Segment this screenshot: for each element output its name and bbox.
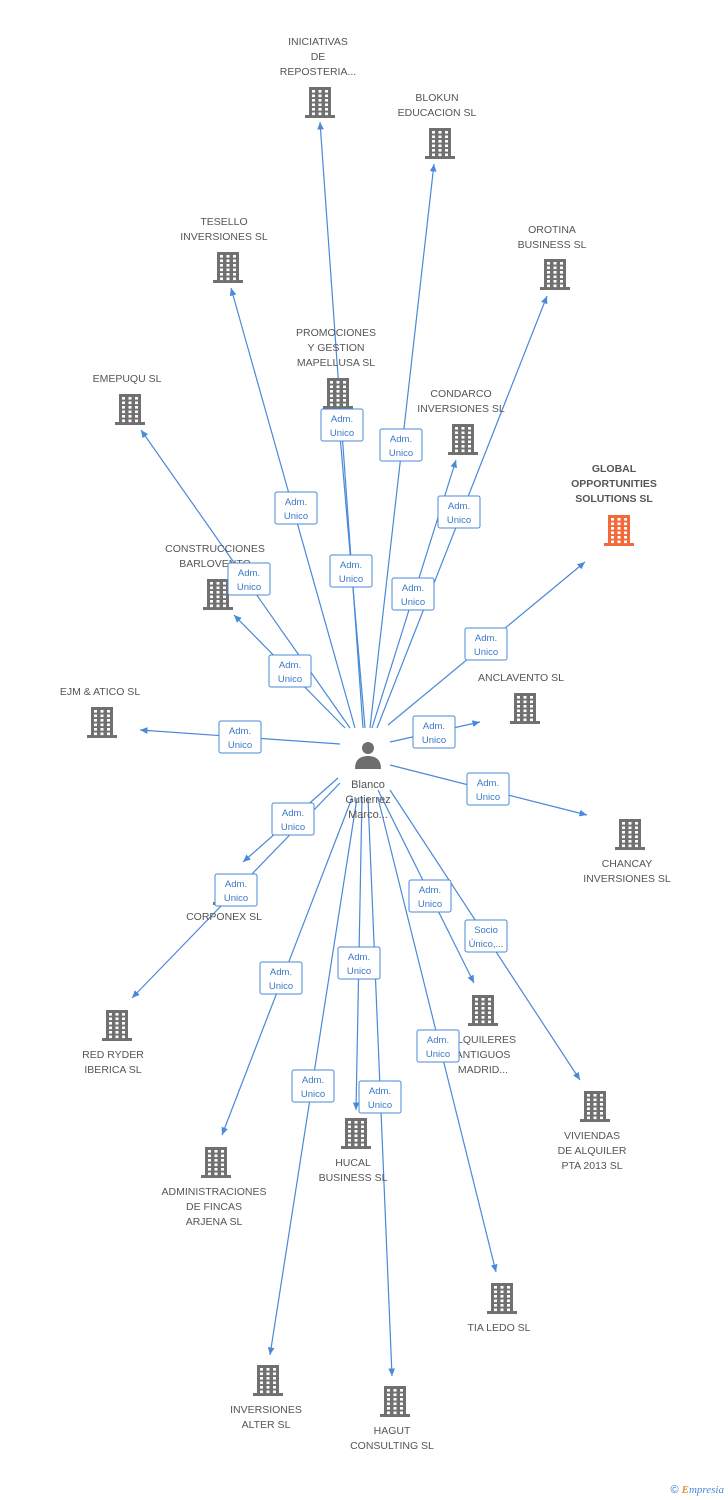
building-icon-tialedo[interactable] (487, 1283, 517, 1314)
relation-badge-chancay[interactable]: Adm.Unico (466, 772, 510, 806)
building-icon-alter[interactable] (253, 1365, 283, 1396)
relation-text: Adm.Unico (474, 633, 498, 658)
relation-text: Adm.Unico (224, 879, 248, 904)
building-icon-condarco[interactable] (448, 424, 478, 455)
relation-badge-emepuqu[interactable]: Adm.Unico (227, 562, 271, 596)
relation-text: Adm.Unico (330, 414, 354, 439)
relation-text: Adm.Unico (284, 497, 308, 522)
relation-badge-administraciones[interactable]: Adm.Unico (259, 961, 303, 995)
building-icon-ejm[interactable] (87, 707, 117, 738)
empresia-watermark[interactable]: ©Empresia (671, 1484, 725, 1496)
building-icon-global[interactable] (604, 515, 634, 546)
relation-text: Adm.Unico (281, 808, 305, 833)
relation-text: Adm.Unico (422, 721, 446, 746)
company-label-ejm[interactable]: EJM & ATICO SL (60, 686, 140, 698)
relation-text: Adm.Unico (339, 560, 363, 585)
relation-text: Adm.Unico (278, 660, 302, 685)
company-label-corponex[interactable]: CORPONEX SL (186, 911, 262, 923)
relation-badge-tesello[interactable]: Adm.Unico (274, 491, 318, 525)
relation-badge-anclavento[interactable]: Adm.Unico (412, 715, 456, 749)
relation-text: Adm.Unico (347, 952, 371, 977)
relation-text: Adm.Unico (237, 568, 261, 593)
relation-text: Adm.Unico (301, 1075, 325, 1100)
relation-badge-ejm[interactable]: Adm.Unico (218, 720, 262, 754)
company-label-emepuqu[interactable]: EMEPUQU SL (93, 373, 162, 385)
relation-badge-iniciativas[interactable]: Adm.Unico (320, 408, 364, 442)
relation-text: Adm.Unico (426, 1035, 450, 1060)
badges-layer: Adm.UnicoAdm.UnicoAdm.UnicoAdm.UnicoAdm.… (214, 408, 510, 1114)
building-icon-promociones[interactable] (323, 378, 353, 409)
building-icon-chancay[interactable] (615, 819, 645, 850)
relation-text: Adm.Unico (368, 1086, 392, 1111)
relation-badge-hagut[interactable]: Adm.Unico (358, 1080, 402, 1114)
building-icon-hucal[interactable] (341, 1118, 371, 1149)
building-icon-orotina[interactable] (540, 259, 570, 290)
relation-badge-alquileres[interactable]: Adm.Unico (408, 879, 452, 913)
relation-text: Adm.Unico (476, 778, 500, 803)
relation-text: Adm.Unico (418, 885, 442, 910)
relation-badge-alter[interactable]: Adm.Unico (291, 1069, 335, 1103)
relation-text: Adm.Unico (269, 967, 293, 992)
building-icon-blokun[interactable] (425, 128, 455, 159)
building-icon-tesello[interactable] (213, 252, 243, 283)
relation-badge-corponex[interactable]: Adm.Unico (271, 802, 315, 836)
building-icon-iniciativas[interactable] (305, 87, 335, 118)
brand-name: mpresia (688, 1484, 724, 1496)
company-label-anclavento[interactable]: ANCLAVENTO SL (478, 672, 564, 684)
relation-text: Adm.Unico (447, 501, 471, 526)
relation-text: Adm.Unico (228, 726, 252, 751)
company-label-tialedo[interactable]: TIA LEDO SL (467, 1322, 530, 1334)
building-icon-administraciones[interactable] (201, 1147, 231, 1178)
relation-badge-promociones[interactable]: Adm.Unico (329, 554, 373, 588)
building-icon-anclavento[interactable] (510, 693, 540, 724)
relation-badge-condarco[interactable]: Adm.Unico (391, 577, 435, 611)
building-icon-alquileres[interactable] (468, 995, 498, 1026)
building-icon-redryder[interactable] (102, 1010, 132, 1041)
relation-text: Adm.Unico (389, 434, 413, 459)
relation-badge-global[interactable]: Adm.Unico (464, 627, 508, 661)
relation-badge-orotina[interactable]: Adm.Unico (437, 495, 481, 529)
building-icon-construcciones[interactable] (203, 579, 233, 610)
copyright-symbol: © (670, 1484, 679, 1496)
person-icon[interactable] (355, 742, 381, 769)
relation-badge-blokun[interactable]: Adm.Unico (379, 428, 423, 462)
building-icon-viviendas[interactable] (580, 1091, 610, 1122)
relation-badge-redryder[interactable]: Adm.Unico (214, 873, 258, 907)
relation-badge-tialedo[interactable]: Adm.Unico (416, 1029, 460, 1063)
building-icon-hagut[interactable] (380, 1386, 410, 1417)
relation-badge-construcciones[interactable]: Adm.Unico (268, 654, 312, 688)
relation-text: Adm.Unico (401, 583, 425, 608)
building-icon-emepuqu[interactable] (115, 394, 145, 425)
relation-badge-hucal[interactable]: Adm.Unico (337, 946, 381, 980)
brand-initial: E (681, 1484, 689, 1496)
